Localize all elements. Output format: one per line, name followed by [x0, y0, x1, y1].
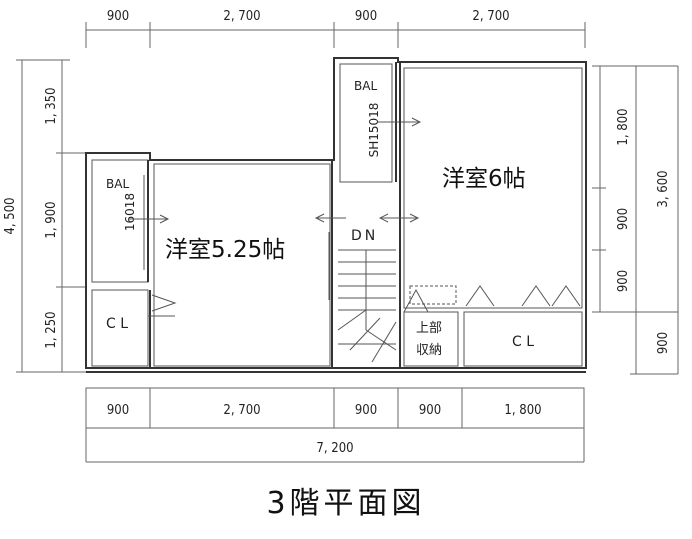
dim-right-3: 900: [616, 270, 631, 292]
western-room-large: 洋室6帖: [378, 62, 583, 368]
left-balcony: BAL 16018: [91, 159, 170, 283]
right-dimension-chain: 1, 800 900 900 3, 600 900: [592, 65, 679, 375]
dim-bottom-1: 900: [107, 403, 129, 418]
closet-right-label: C L: [512, 334, 534, 350]
dim-bottom-2: 2, 700: [223, 403, 260, 418]
balcony-left-label: BAL: [106, 177, 129, 191]
dim-total: 7, 200: [316, 441, 353, 456]
plan-title: 3階平面図: [266, 486, 426, 521]
room-western-small-label: 洋室5.25帖: [165, 237, 285, 263]
dim-top-4: 2, 700: [472, 9, 509, 24]
dim-left-3: 1, 250: [44, 311, 59, 348]
dim-bottom-4: 900: [419, 403, 441, 418]
top-balcony: BAL SH15018: [339, 62, 422, 183]
left-dimension-chain: 4, 500 1, 350 1, 900 1, 250: [3, 59, 86, 373]
balcony-left-sash-label: 16018: [123, 193, 137, 231]
western-room-small: 洋室5.25帖: [153, 160, 346, 368]
balcony-top-label: BAL: [354, 79, 377, 93]
stairs: DN: [337, 228, 397, 363]
left-closet: C L: [91, 289, 177, 368]
closet-left-label: C L: [106, 316, 128, 332]
dim-top-1: 900: [107, 9, 129, 24]
room-western-large-label: 洋室6帖: [442, 166, 526, 192]
dim-bottom-5: 1, 800: [504, 403, 541, 418]
stairs-dn-label: DN: [351, 228, 378, 244]
balcony-top-sash-label: SH15018: [367, 103, 381, 158]
dim-top-2: 2, 700: [223, 9, 260, 24]
dim-top-3: 900: [355, 9, 377, 24]
dim-right-1: 1, 800: [616, 108, 631, 145]
dim-right-outer-2: 900: [656, 332, 671, 354]
dim-left-1: 1, 350: [44, 87, 59, 124]
dim-left-2: 1, 900: [44, 201, 59, 238]
dim-bottom-3: 900: [355, 403, 377, 418]
right-closet: C L: [463, 285, 583, 367]
upper-storage-label-1: 上部: [416, 321, 442, 336]
top-dimension-chain: 900 2, 700 900 2, 700: [85, 9, 586, 48]
upper-storage: 上部 収納: [403, 285, 459, 367]
building-outline: [85, 57, 587, 373]
dim-right-2: 900: [616, 208, 631, 230]
upper-storage-label-2: 収納: [416, 343, 442, 358]
dim-right-outer-1: 3, 600: [656, 170, 671, 207]
bottom-dimension-chain: 900 2, 700 900 900 1, 800 7, 200: [85, 387, 585, 463]
dim-left-outer: 4, 500: [3, 197, 18, 234]
